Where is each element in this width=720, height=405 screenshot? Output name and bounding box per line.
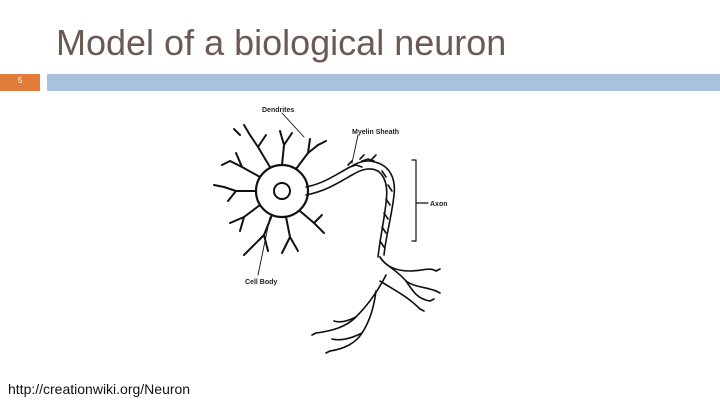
cell-body-shape [254, 163, 310, 219]
axon-shape [305, 154, 396, 258]
label-cell-body: Cell Body [245, 279, 277, 286]
source-caption: http://creationwiki.org/Neuron [8, 381, 191, 397]
slide-number-badge [0, 74, 40, 91]
leader-lines [257, 112, 359, 276]
label-axon: Axon [430, 201, 448, 208]
neuron-diagram: Dendrites Myelin Sheath Axon Cell Body [213, 107, 448, 354]
slide-number: 5 [18, 76, 23, 85]
dendrites-shape [213, 124, 327, 256]
label-dendrites: Dendrites [262, 107, 294, 114]
axon-bracket [411, 159, 429, 242]
slide-title: Model of a biological neuron [56, 22, 507, 63]
label-myelin-sheath: Myelin Sheath [352, 129, 399, 136]
axon-terminals-shape [311, 256, 441, 354]
header-accent-bar [47, 74, 720, 91]
